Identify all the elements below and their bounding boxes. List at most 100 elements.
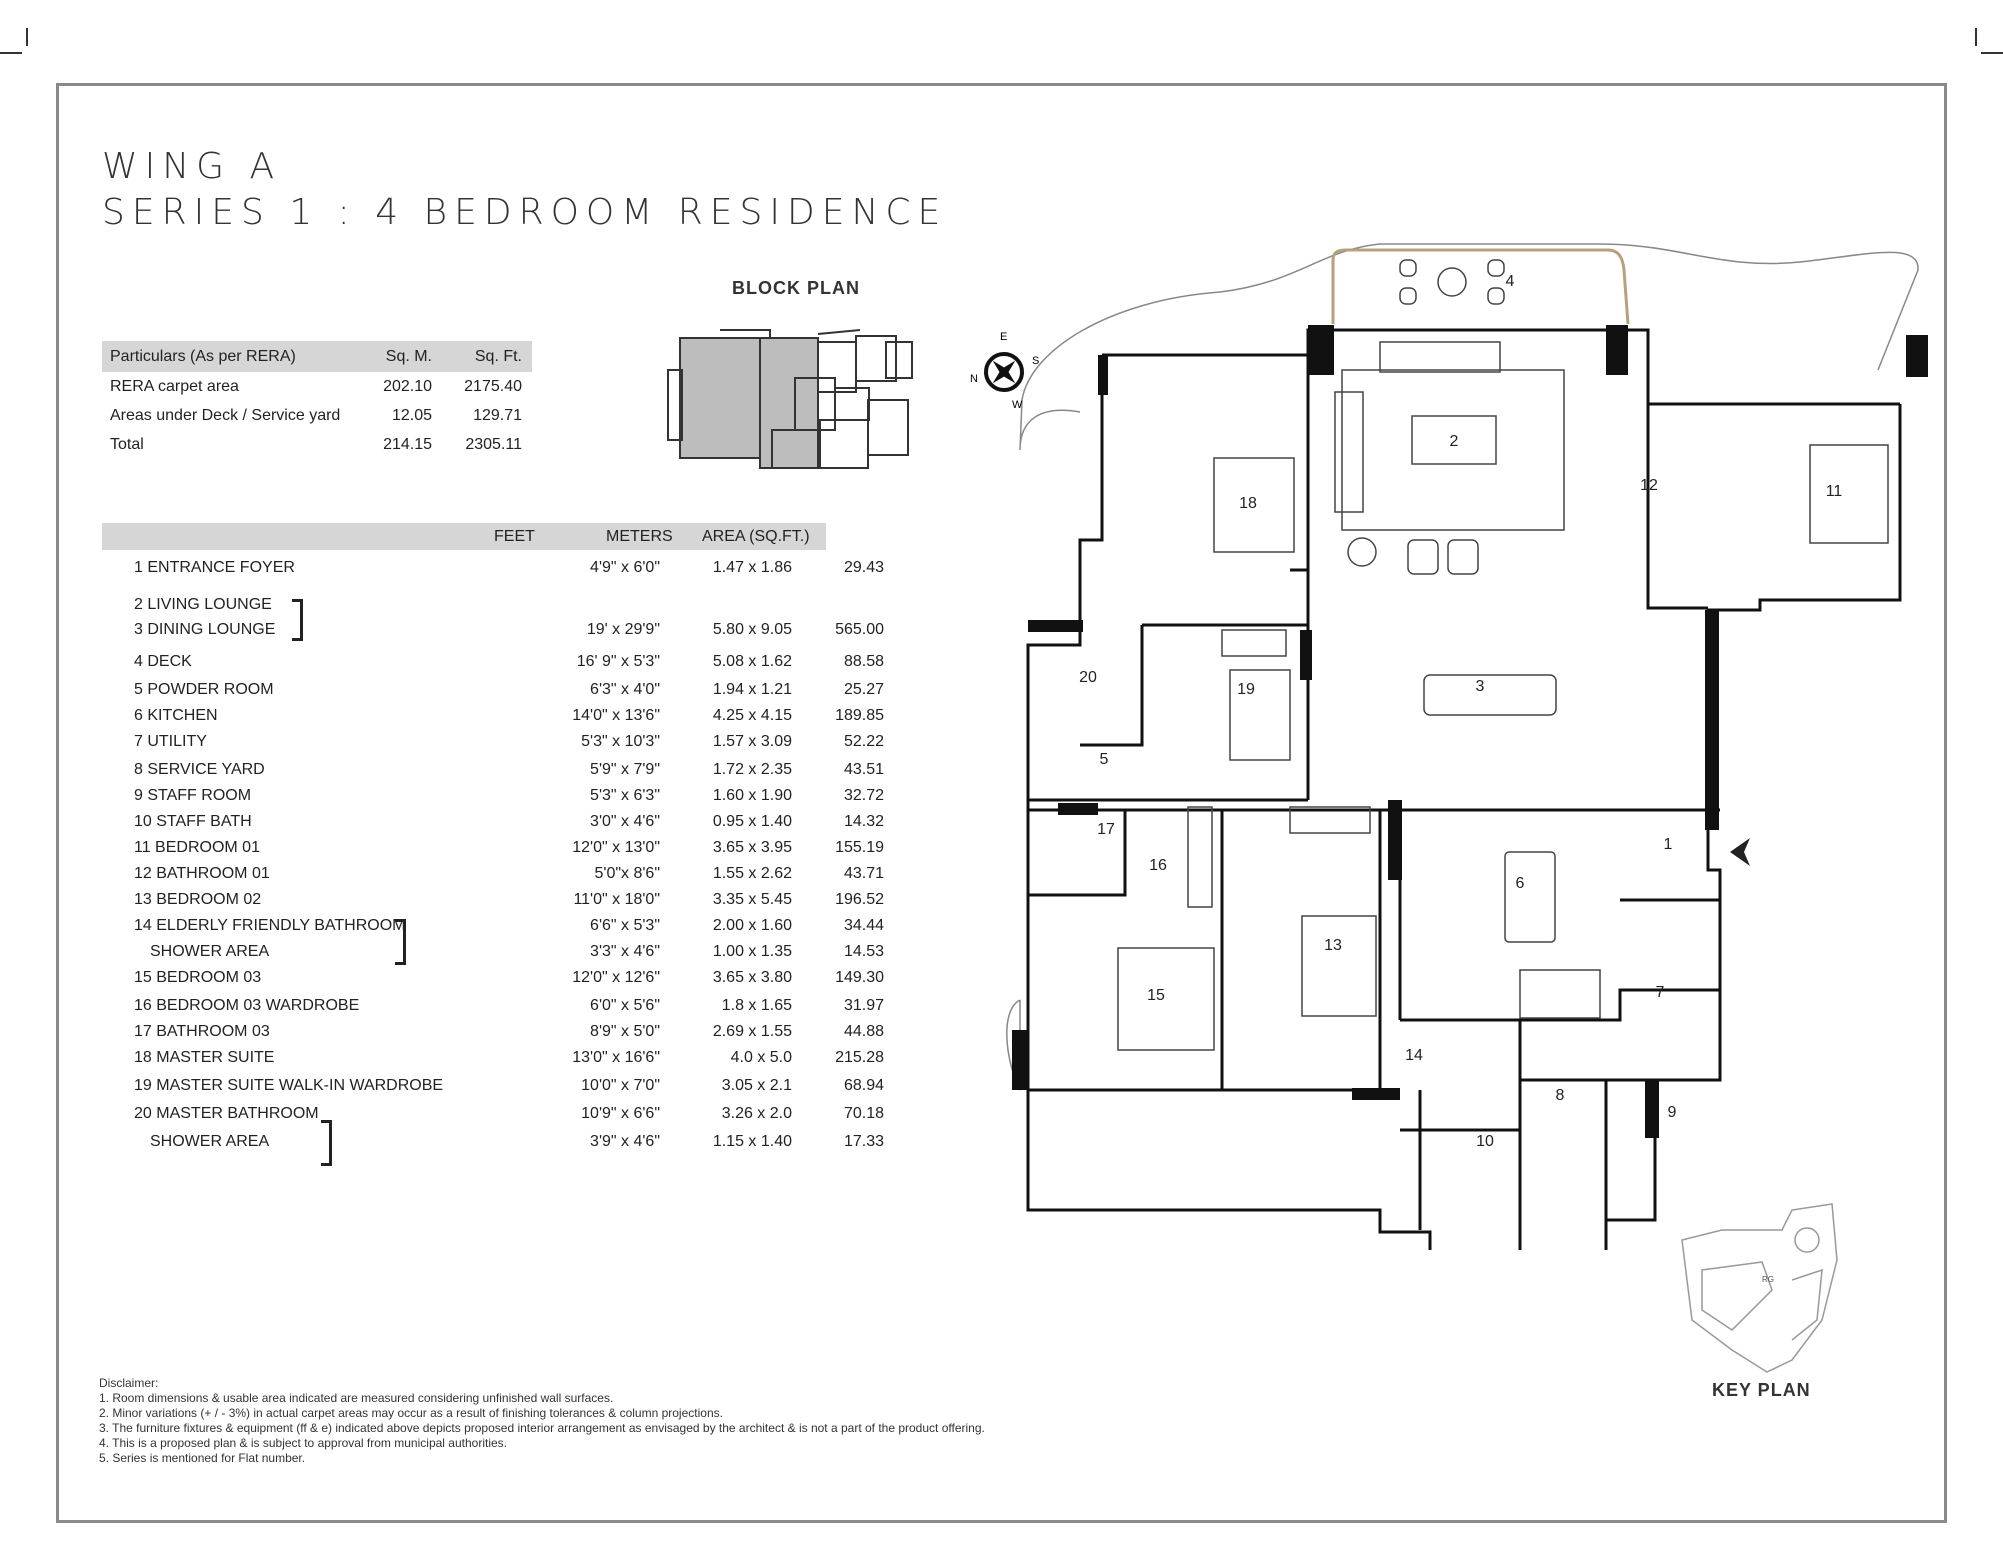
key-plan: RG (1681, 1203, 1838, 1373)
room-number-14: 14 (1405, 1047, 1423, 1064)
room-number-9: 9 (1668, 1104, 1677, 1121)
room-meters: 1.94 x 1.21 (712, 681, 792, 698)
room-number-20: 20 (1079, 669, 1097, 686)
group-bracket (292, 599, 303, 641)
svg-text:N: N (970, 373, 978, 385)
room-area: 196.52 (835, 891, 884, 908)
room-meters: 1.57 x 3.09 (712, 733, 792, 750)
room-area: 32.72 (843, 787, 884, 804)
room-area: 215.28 (835, 1049, 884, 1066)
column (1028, 620, 1083, 632)
bed (1809, 444, 1889, 544)
room-area: 25.27 (843, 681, 884, 698)
room-name: 1 ENTRANCE FOYER (134, 559, 295, 576)
room-feet: 6'0" x 5'6" (590, 997, 660, 1014)
room-number-5: 5 (1100, 751, 1109, 768)
room-name: 11 BEDROOM 01 (134, 839, 260, 856)
room-feet: 16' 9" x 5'3" (576, 653, 660, 670)
room-meters: 5.08 x 1.62 (712, 653, 792, 670)
bed (1301, 915, 1377, 1017)
room-meters: 1.00 x 1.35 (712, 943, 792, 960)
room-meters: 4.0 x 5.0 (730, 1049, 792, 1066)
room-number-15: 15 (1147, 987, 1165, 1004)
header-particulars: Particulars (As per RERA) (110, 348, 296, 365)
particular-label: Total (110, 436, 144, 453)
wing-title: WING A (102, 146, 282, 187)
room-number-2: 2 (1450, 433, 1459, 450)
column (1012, 1030, 1028, 1090)
service-counter (1519, 969, 1601, 1019)
room-name: 15 BEDROOM 03 (134, 969, 262, 986)
room-feet: 6'6" x 5'3" (590, 917, 660, 934)
room-area: 68.94 (843, 1077, 884, 1094)
room-feet: 5'9" x 7'9" (590, 761, 660, 778)
room-name: 16 BEDROOM 03 WARDROBE (134, 997, 360, 1014)
coffee-table (1411, 415, 1497, 465)
room-feet: 10'0" x 7'0" (581, 1077, 660, 1094)
room-feet: 11'0" x 18'0" (573, 891, 660, 908)
room-number-13: 13 (1324, 937, 1342, 954)
kitchen-island (1504, 851, 1556, 943)
disclaimer-title: Disclaimer: (99, 1376, 159, 1390)
disclaimer-line: 2. Minor variations (+ / - 3%) in actual… (99, 1406, 723, 1420)
area-summary-row: RERA carpet area 202.10 2175.40 (102, 372, 532, 401)
interior-wall (1080, 625, 1144, 747)
column (1645, 1080, 1659, 1138)
room-area: 565.00 (835, 621, 884, 638)
room-name: 6 KITCHEN (134, 707, 218, 724)
sqm-value: 202.10 (383, 378, 432, 395)
room-area: 70.18 (843, 1105, 884, 1122)
room-area: 155.19 (835, 839, 884, 856)
room-feet: 14'0" x 13'6" (572, 707, 660, 724)
key-plan-marker: RG (1762, 1275, 1774, 1284)
sqft-value: 2175.40 (464, 378, 522, 395)
room-name: 9 STAFF ROOM (134, 787, 252, 804)
sofa (1334, 391, 1364, 513)
area-summary-row: Total 214.15 2305.11 (102, 430, 532, 459)
wardrobe (1289, 806, 1371, 834)
disclaimer-line: 4. This is a proposed plan & is subject … (99, 1436, 507, 1450)
room-number-16: 16 (1149, 857, 1167, 874)
room-area: 17.33 (843, 1133, 884, 1150)
room-number-19: 19 (1237, 681, 1255, 698)
room-meters: 1.55 x 2.62 (712, 865, 792, 882)
sqft-value: 129.71 (473, 407, 522, 424)
block-plan-label: BLOCK PLAN (732, 278, 860, 298)
room-meters: 4.25 x 4.15 (712, 707, 792, 724)
svg-text:E: E (1000, 331, 1007, 343)
exterior-wall (1102, 328, 1900, 406)
room-name: 18 MASTER SUITE (134, 1049, 275, 1066)
room-area: 189.85 (835, 707, 884, 724)
page-frame (56, 83, 1947, 1523)
group-bracket (321, 1120, 332, 1166)
crop-mark (1981, 52, 2003, 54)
room-number-8: 8 (1556, 1087, 1565, 1104)
disclaimer: Disclaimer: 1. Room dimensions & usable … (99, 1376, 985, 1466)
room-name: 5 POWDER ROOM (134, 681, 274, 698)
particular-label: RERA carpet area (110, 378, 239, 395)
crop-mark (26, 28, 28, 46)
room-meters: 1.72 x 2.35 (712, 761, 792, 778)
room-feet: 8'9" x 5'0" (590, 1023, 660, 1040)
room-name: 12 BATHROOM 01 (134, 865, 270, 882)
room-meters: 2.00 x 1.60 (712, 917, 792, 934)
side-table (1347, 537, 1377, 567)
interior-wall (1400, 1020, 1522, 1132)
svg-text:S: S (1032, 355, 1039, 367)
room-row: 2 LIVING LOUNGE (102, 593, 826, 617)
room-feet: 6'3" x 4'0" (590, 681, 660, 698)
room-number-12: 12 (1640, 477, 1658, 494)
room-area: 43.71 (843, 865, 884, 882)
deck-outline (1331, 248, 1630, 325)
bed (1117, 947, 1215, 1051)
room-name: 3 DINING LOUNGE (134, 621, 276, 638)
column (1606, 325, 1628, 375)
room-name: 17 BATHROOM 03 (134, 1023, 270, 1040)
armchair (1407, 539, 1439, 575)
wardrobe (1187, 806, 1213, 908)
area-summary-header: Particulars (As per RERA) Sq. M. Sq. Ft. (102, 341, 532, 372)
room-feet: 4'9" x 6'0" (590, 559, 660, 576)
